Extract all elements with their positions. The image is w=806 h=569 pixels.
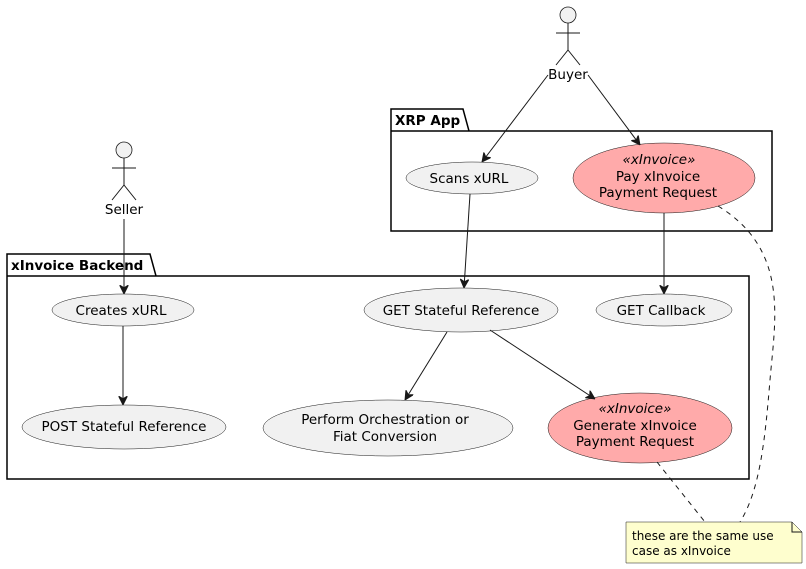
svg-text:«xInvoice»: «xInvoice» <box>599 401 672 417</box>
note-same-use-case: these are the same use case as xInvoice <box>625 521 803 564</box>
actor-buyer: Buyer <box>548 6 588 83</box>
package-xrp-app-title: XRP App <box>395 113 461 129</box>
svg-text:Payment Request: Payment Request <box>576 434 694 450</box>
usecase-creates-xurl: Creates xURL <box>51 293 195 327</box>
edge-scans-to-get-stateful <box>464 193 471 288</box>
note-link-generate <box>656 461 706 523</box>
note-line-1: these are the same use <box>632 529 774 543</box>
edge-get-stateful-to-generate <box>489 329 595 399</box>
svg-text:«xInvoice»: «xInvoice» <box>623 152 696 168</box>
package-xinvoice-backend: xInvoice Backend <box>6 253 750 480</box>
svg-text:Perform Orchestration or: Perform Orchestration or <box>301 412 469 428</box>
actor-seller: Seller <box>105 141 144 218</box>
svg-text:Fiat Conversion: Fiat Conversion <box>333 429 437 445</box>
usecase-get-stateful-reference: GET Stateful Reference <box>363 287 559 333</box>
edge-buyer-to-scans <box>482 74 549 162</box>
actor-buyer-label: Buyer <box>548 67 588 83</box>
svg-text:Payment Request: Payment Request <box>599 185 717 201</box>
svg-text:Generate xInvoice: Generate xInvoice <box>573 418 697 434</box>
svg-text:Pay xInvoice: Pay xInvoice <box>616 169 700 185</box>
usecase-get-callback: GET Callback <box>595 293 733 327</box>
edge-get-stateful-to-perform <box>405 331 448 400</box>
actor-seller-label: Seller <box>105 202 144 218</box>
usecase-post-stateful-reference: POST Stateful Reference <box>21 404 227 450</box>
package-backend-title: xInvoice Backend <box>11 258 143 274</box>
edge-buyer-to-pay <box>587 74 640 145</box>
svg-text:Scans xURL: Scans xURL <box>430 171 509 187</box>
usecase-generate-xinvoice: «xInvoice» Generate xInvoice Payment Req… <box>547 392 733 464</box>
svg-text:POST Stateful Reference: POST Stateful Reference <box>42 419 207 435</box>
note-link-pay <box>717 205 776 523</box>
svg-text:Creates xURL: Creates xURL <box>76 303 167 319</box>
usecase-scans-xurl: Scans xURL <box>405 161 539 195</box>
usecase-pay-xinvoice: «xInvoice» Pay xInvoice Payment Request <box>572 142 756 214</box>
note-line-2: case as xInvoice <box>632 544 731 558</box>
svg-text:GET Stateful Reference: GET Stateful Reference <box>383 303 540 319</box>
usecase-perform-orchestration: Perform Orchestration or Fiat Conversion <box>262 399 514 457</box>
package-xrp-app: XRP App <box>390 108 773 232</box>
svg-text:GET Callback: GET Callback <box>617 303 706 319</box>
